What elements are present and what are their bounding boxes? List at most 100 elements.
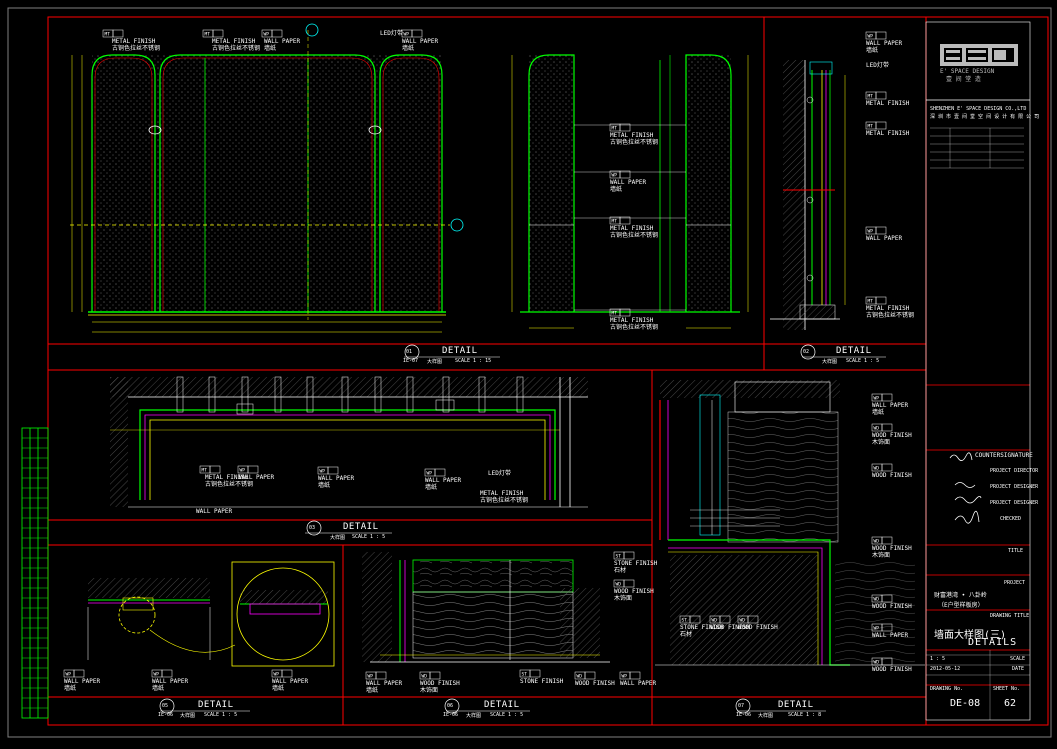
tb-project-director: PROJECT DIRECTOR [990, 468, 1039, 474]
note-d3-wallpaper-3: WALL PAPER [425, 477, 462, 484]
annotation-tag-code: MT [205, 32, 211, 38]
annotation-tag: WD [613, 579, 635, 588]
annotation-tag: WP [609, 170, 631, 179]
note-d5-wallpaper-2: WALL PAPER [152, 678, 189, 685]
detail-06-scale: SCALE 1 : 5 [490, 712, 524, 718]
annotation-tag-code: WP [154, 672, 160, 678]
annotation-tag: MT [102, 29, 124, 38]
note-side-wallpaper-cn: 墙纸 [610, 186, 623, 193]
annotation-tag: WP [365, 671, 387, 680]
annotation-tag: MT [609, 216, 631, 225]
note-d3-wallpaper: WALL PAPER [238, 474, 275, 481]
detail-05-name: 大样图 [180, 713, 196, 719]
annotation-tag-code: MT [202, 468, 208, 474]
detail-07-scale: SCALE 1 : 8 [788, 712, 822, 718]
drawing-frame [47, 16, 1049, 726]
note-d7-wallpaper-cn: 墙纸 [872, 409, 885, 416]
title-block-frame [925, 21, 1031, 721]
annotation-tag-code: WD [874, 539, 880, 545]
note-d5-wallpaper-3-cn: 墙纸 [272, 685, 285, 692]
note-side-wallpaper: WALL PAPER [610, 179, 647, 186]
logo-cn: 壹 间 堂 造 [946, 76, 981, 83]
note-d3-metal: METAL FINISH [205, 474, 249, 481]
annotation-tag-code: WP [874, 626, 880, 632]
note-d6-wood-cn: 木饰面 [614, 595, 633, 602]
note-d3-wallpaper-2-cn: 墙纸 [318, 482, 331, 489]
detail-07-ref: IE-06 [736, 712, 752, 718]
tb-drawing-title-label: DRAWING TITLE [990, 613, 1030, 619]
note-d1-wallpaper: WALL PAPER [264, 38, 301, 45]
company-name-cn: 深 圳 市 壹 间 堂 空 间 设 计 有 限 公 司 [930, 114, 1040, 120]
annotation-tag: WD [574, 671, 596, 680]
annotation-tag-code: ST [616, 554, 622, 560]
annotation-tag: WD [871, 657, 893, 666]
note-d3-wallpaper-2: WALL PAPER [318, 475, 355, 482]
note-d5-wallpaper: WALL PAPER [64, 678, 101, 685]
note-d6-stone-cn: 石材 [614, 567, 627, 574]
annotation-tag-code: WP [320, 469, 326, 475]
detail-02-title: DETAIL [836, 346, 872, 356]
detail-01-side-elevations [511, 54, 749, 329]
annotation-tag: WD [419, 671, 441, 680]
note-d7-wallpaper: WALL PAPER [872, 402, 909, 409]
note-d6-wallpaper-cn: 墙纸 [366, 687, 379, 694]
detail-03-marker: 03 [309, 525, 316, 531]
note-d1-metal-cn: 古铜色拉丝不锈钢 [112, 45, 161, 52]
note-d2-wallpaper-2: WALL PAPER [866, 235, 903, 242]
annotation-tag: MT [865, 91, 887, 100]
annotation-tag: MT [865, 121, 887, 130]
tb-countersignature: COUNTERSIGNATURE [975, 452, 1033, 459]
detail-06-title: DETAIL [484, 700, 520, 710]
annotation-tag: WP [151, 669, 173, 678]
revision-grid-rows [22, 437, 48, 709]
annotation-tag: WD [871, 536, 893, 545]
detail-06-section [362, 552, 610, 663]
note-d2-metal-3-cn: 古铜色拉丝不锈钢 [866, 312, 915, 319]
esd-logo [940, 44, 1018, 66]
annotation-tag-code: WD [874, 426, 880, 432]
detail-05-title: DETAIL [198, 700, 234, 710]
note-d3-led: LED灯带 [488, 470, 511, 477]
note-d1-wallpaper-cn: 墙纸 [264, 45, 277, 52]
note-d2-wallpaper: WALL PAPER [866, 40, 903, 47]
detail-02-scale: SCALE 1 : 5 [846, 358, 880, 364]
annotation-tag-code: WP [66, 672, 72, 678]
annotation-tag-code: WP [404, 32, 410, 38]
detail-07-marker: 07 [738, 703, 745, 709]
detail-07-section [655, 380, 925, 666]
note-d7-wallpaper-2: WALL PAPER [872, 632, 909, 639]
note-d7-wood-6: WOOD FINISH [710, 624, 750, 631]
note-d3-metal-2-cn: 古铜色拉丝不锈钢 [480, 497, 529, 504]
annotation-tag: MT [609, 123, 631, 132]
annotation-tag-code: MT [612, 126, 618, 132]
annotation-tag-code: WD [874, 466, 880, 472]
tb-project-label: PROJECT [1004, 580, 1026, 586]
note-d5-wallpaper-3: WALL PAPER [272, 678, 309, 685]
annotation-tag: WD [871, 463, 893, 472]
detail-01-elevation [70, 23, 464, 333]
annotation-tag-code: ST [522, 672, 528, 678]
note-d7-wood: WOOD FINISH [872, 432, 912, 439]
annotation-tag: WD [737, 615, 759, 624]
detail-05-scale: SCALE 1 : 5 [204, 712, 238, 718]
note-d3-wallpaper-3-cn: 墙纸 [425, 484, 438, 491]
note-d2-wallpaper-cn: 墙纸 [866, 47, 879, 54]
note-d6-wallpaper: WALL PAPER [366, 680, 403, 687]
annotation-tag: WP [424, 468, 446, 477]
note-d6-wood-3: WOOD FINISH [575, 680, 615, 687]
annotation-tag-code: WP [368, 674, 374, 680]
note-d2-metal-2: METAL FINISH [866, 130, 910, 137]
note-d7-wood-3: WOOD FINISH [872, 545, 912, 552]
note-d1-metal-2: METAL FINISH [212, 38, 256, 45]
annotation-tag-code: WD [874, 597, 880, 603]
note-side-metal-2-cn: 古铜色拉丝不锈钢 [610, 232, 659, 239]
tb-drawing-no-label: DRAWING No. [930, 686, 964, 692]
annotation-tag: MT [202, 29, 224, 38]
note-d1-metal-2-cn: 古铜色拉丝不锈钢 [212, 45, 261, 52]
detail-03-scale: SCALE 1 : 5 [352, 534, 386, 540]
annotation-tag-code: WP [612, 173, 618, 179]
signatures [949, 452, 982, 524]
